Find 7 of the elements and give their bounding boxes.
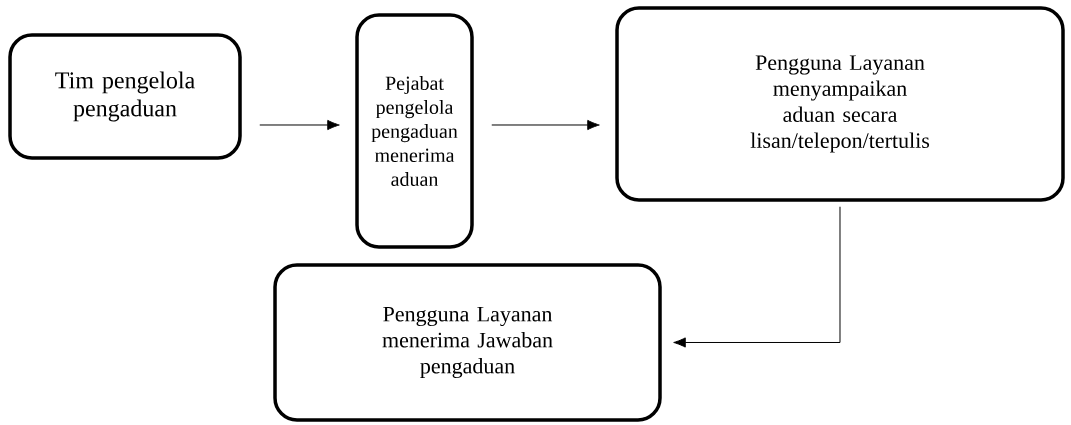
- arrow: [491, 119, 600, 131]
- process-box: Pengguna Layanan menerima Jawaban pengaduan: [273, 263, 662, 422]
- process-box: Tim pengelola pengaduan: [8, 33, 242, 160]
- arrow: [673, 206, 841, 348]
- process-box: Pejabat pengelola pengaduan menerima aduan: [355, 13, 474, 249]
- arrow: [259, 119, 340, 131]
- process-box: Pengguna Layanan menyampaikan aduan secara lisan/telepon/tertulis: [615, 6, 1065, 202]
